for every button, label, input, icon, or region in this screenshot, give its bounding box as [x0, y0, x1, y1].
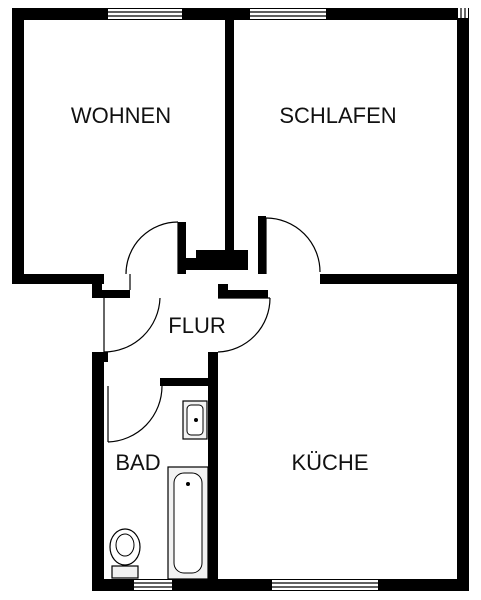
- wall-central-block-top: [196, 250, 248, 260]
- door-flur-left: [103, 297, 161, 353]
- wall-wohnen-schlafen: [225, 8, 234, 270]
- door-bad: [107, 385, 163, 443]
- wall-schlafen-door-jamb: [258, 216, 266, 274]
- windows: [108, 8, 468, 590]
- door-schlafen: [265, 217, 321, 274]
- wall-schlafen-kueche: [320, 274, 469, 284]
- wall-top: [12, 8, 469, 20]
- wall-bad-top: [160, 378, 218, 386]
- room-label-wohnen: WOHNEN: [71, 103, 171, 128]
- window-bad: [134, 580, 172, 590]
- bathtub: [167, 466, 209, 580]
- toilet: [109, 528, 141, 579]
- wall-flur-top-right: [218, 290, 268, 298]
- wall-flur-top-left: [92, 290, 130, 298]
- room-label-flur: FLUR: [168, 313, 225, 338]
- wall-bad-top-left: [92, 352, 108, 362]
- wall-left-upper: [12, 8, 24, 284]
- room-label-schlafen: SCHLAFEN: [279, 103, 396, 128]
- wall-flur-stub: [218, 284, 228, 298]
- wall-right: [457, 8, 469, 591]
- window-schlafen: [250, 9, 326, 19]
- wall-bad-kueche: [208, 352, 218, 591]
- wall-central-block: [186, 258, 248, 270]
- window-kueche: [272, 580, 378, 590]
- doors: [103, 217, 321, 443]
- wall-wohnen-jog: [92, 274, 102, 298]
- room-label-bad: BAD: [115, 450, 160, 475]
- wall-wohnen-door-jamb: [178, 222, 186, 274]
- room-label-kueche: KÜCHE: [291, 450, 368, 475]
- wall-wohnen-bottom-left: [12, 274, 104, 284]
- wall-left-lower: [92, 352, 104, 591]
- door-wohnen: [125, 221, 179, 290]
- interior-walls: [12, 8, 469, 591]
- window-right: [458, 8, 468, 20]
- sink: [182, 400, 208, 440]
- door-kueche: [217, 297, 271, 353]
- window-wohnen: [108, 9, 182, 19]
